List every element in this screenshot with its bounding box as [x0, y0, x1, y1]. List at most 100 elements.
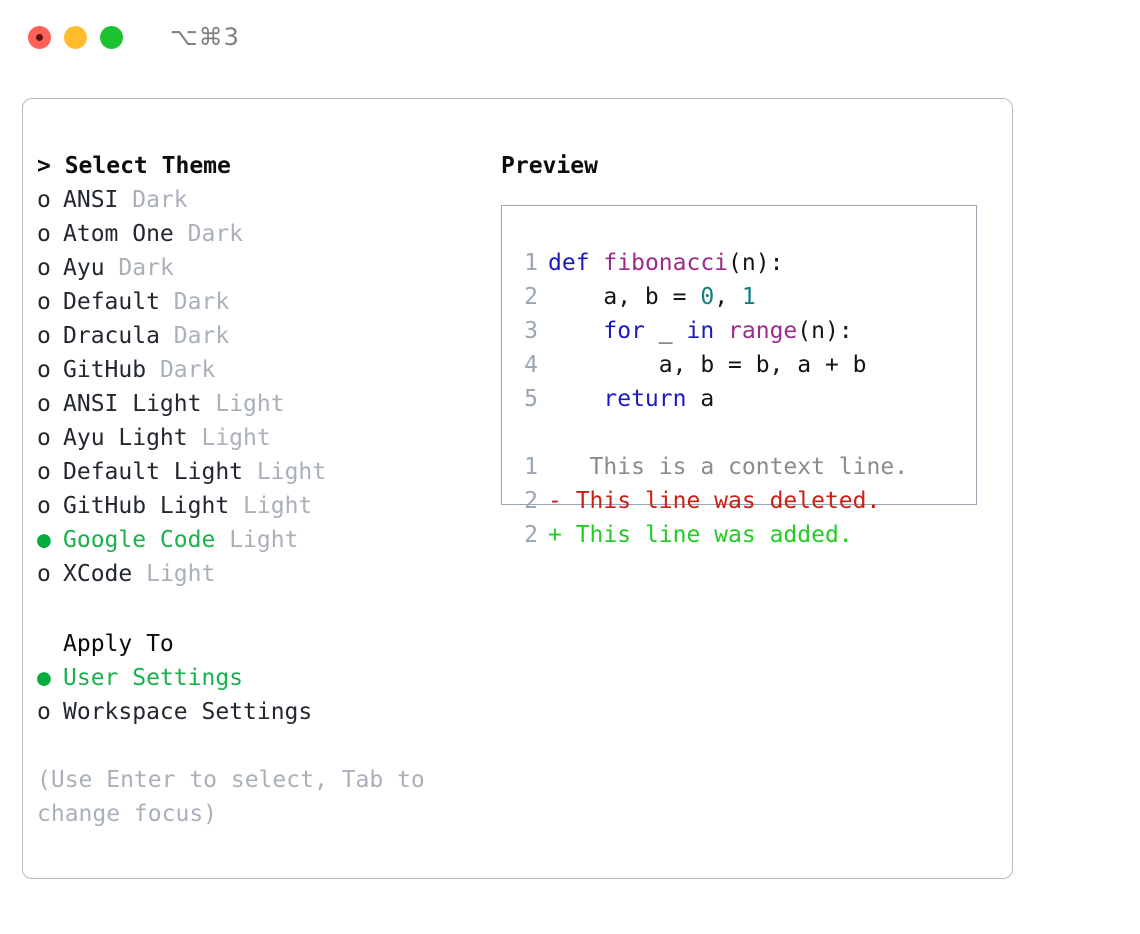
label-gap — [132, 561, 146, 587]
code-token-kw: def — [548, 250, 590, 276]
keyboard-shortcut-label: ⌥⌘3 — [170, 23, 240, 51]
apply-to-option-workspace-settings[interactable]: o Workspace Settings — [37, 695, 487, 729]
theme-option-label: XCode — [63, 561, 133, 587]
label-gap — [243, 459, 257, 485]
preview-title: Preview — [501, 153, 598, 179]
radio-unselected-icon: o — [37, 221, 51, 247]
radio-unselected-icon: o — [37, 699, 51, 725]
theme-option-label: Google Code — [63, 527, 216, 553]
theme-option-label: Default — [63, 289, 160, 315]
code-token-plain: a, b = b, a + b — [548, 352, 867, 378]
theme-option-kind: Dark — [173, 289, 230, 315]
radio-unselected-icon: o — [37, 323, 51, 349]
diff-sign: + — [548, 522, 562, 548]
theme-option-label: GitHub — [63, 357, 147, 383]
apply-to-option-label: Workspace Settings — [63, 699, 313, 725]
diff-line-context: 1 This is a context line. — [514, 450, 970, 484]
line-number: 2 — [524, 488, 538, 514]
code-token-plain: a — [686, 386, 715, 412]
code-token-punc: (n): — [797, 318, 853, 344]
label-gap — [174, 221, 188, 247]
apply-to-option-user-settings[interactable]: ● User Settings — [37, 661, 487, 695]
label-gap — [146, 357, 160, 383]
radio-unselected-icon: o — [37, 493, 51, 519]
code-token-num: 1 — [741, 284, 756, 310]
theme-option-label: ANSI Light — [63, 391, 202, 417]
radio-unselected-icon: o — [37, 255, 51, 281]
radio-unselected-icon: o — [37, 561, 51, 587]
code-line: 2 a, b = 0, 1 — [514, 280, 970, 314]
section-spacer — [37, 591, 487, 627]
theme-option-label: Dracula — [63, 323, 160, 349]
theme-option-label: Atom One — [63, 221, 174, 247]
theme-option-kind: Light — [146, 561, 216, 587]
diff-text: This is a context line. — [561, 454, 909, 480]
radio-unselected-icon: o — [37, 391, 51, 417]
code-token-kw: in — [686, 318, 715, 344]
theme-option-label: Ayu — [63, 255, 105, 281]
diff-line-added: 2+ This line was added. — [514, 518, 970, 552]
theme-option-kind: Light — [215, 391, 285, 417]
label-gap — [229, 493, 243, 519]
theme-option-label: GitHub Light — [63, 493, 230, 519]
apply-to-list: ● User Settings o Workspace Settings — [37, 661, 487, 729]
theme-option-kind: Dark — [187, 221, 244, 247]
radio-selected-icon: ● — [37, 665, 51, 691]
label-gap — [105, 255, 119, 281]
minimize-button[interactable] — [64, 26, 87, 49]
theme-option-ayu-light[interactable]: o Ayu Light Light — [37, 421, 487, 455]
hint-spacer — [37, 729, 487, 763]
theme-option-atom-one[interactable]: o Atom One Dark — [37, 217, 487, 251]
code-token-punc: (n): — [728, 250, 784, 276]
radio-unselected-icon: o — [37, 459, 51, 485]
title-bar: ⌥⌘3 — [0, 0, 1140, 78]
maximize-button[interactable] — [100, 26, 123, 49]
theme-option-google-code[interactable]: ●Google Code Light — [37, 523, 487, 557]
theme-option-kind: Light — [229, 527, 299, 553]
code-token-plain — [548, 318, 603, 344]
line-number: 5 — [524, 386, 538, 412]
theme-option-label: Ayu Light — [63, 425, 188, 451]
code-token-plain — [590, 250, 604, 276]
theme-option-kind: Dark — [173, 323, 230, 349]
radio-unselected-icon: o — [37, 187, 51, 213]
code-line: 5 return a — [514, 382, 970, 416]
theme-picker-header: > Select Theme — [37, 153, 231, 179]
code-line: 4 a, b = b, a + b — [514, 348, 970, 382]
keyboard-hint: (Use Enter to select, Tab to change focu… — [37, 767, 425, 827]
theme-option-xcode[interactable]: o XCode Light — [37, 557, 487, 591]
code-token-plain — [548, 386, 603, 412]
apply-to-option-label: User Settings — [63, 665, 244, 691]
label-gap — [215, 527, 229, 553]
theme-option-ansi-light[interactable]: o ANSI Light Light — [37, 387, 487, 421]
diff-lines: 1 This is a context line.2- This line wa… — [514, 450, 970, 552]
theme-option-kind: Light — [256, 459, 327, 485]
close-button[interactable] — [28, 26, 51, 49]
line-number: 2 — [524, 522, 538, 548]
theme-option-dracula[interactable]: o Dracula Dark — [37, 319, 487, 353]
code-token-fn: fibonacci — [603, 250, 729, 276]
code-token-plain — [714, 318, 728, 344]
code-token-fn: range — [728, 318, 798, 344]
radio-unselected-icon: o — [37, 357, 51, 383]
radio-unselected-icon: o — [37, 425, 51, 451]
theme-option-kind: Light — [201, 425, 271, 451]
line-number: 2 — [524, 284, 538, 310]
diff-sign: - — [548, 488, 562, 514]
code-diff-separator — [514, 416, 970, 450]
label-gap — [188, 425, 202, 451]
